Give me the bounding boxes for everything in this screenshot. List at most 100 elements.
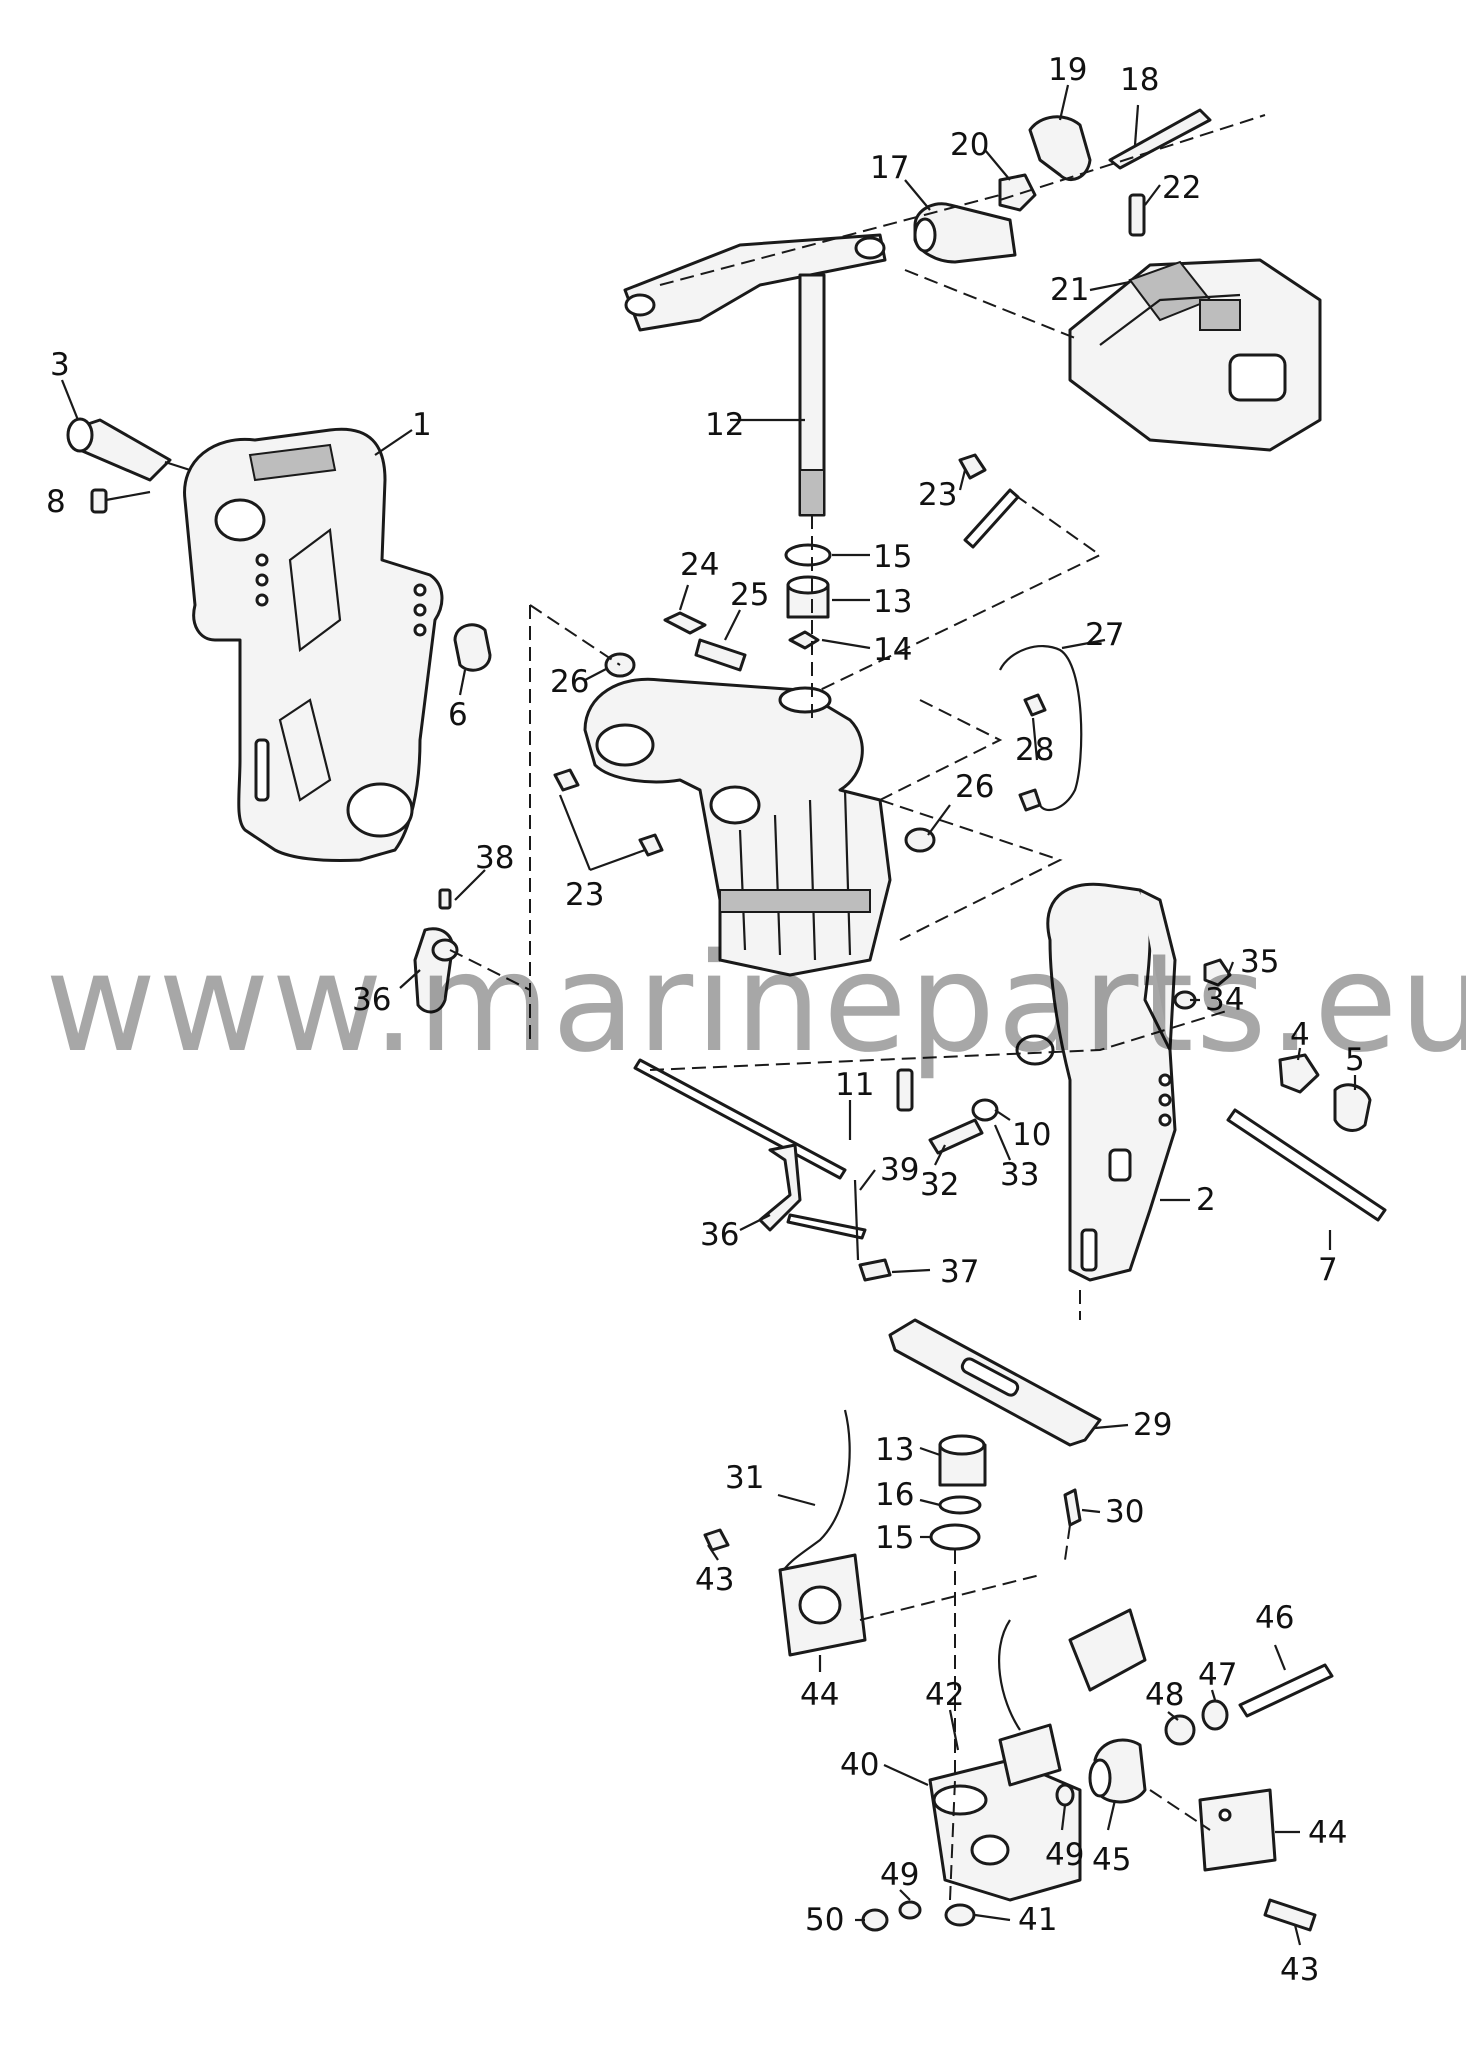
- spring-39: [853, 1179, 860, 1261]
- callout-13-lower: 13: [875, 1432, 914, 1468]
- screw-28b: [1018, 788, 1042, 812]
- callout-15-top: 15: [873, 539, 912, 575]
- bushing-13-top: [786, 575, 830, 619]
- fitting-23-top: [958, 453, 987, 480]
- steering-arm: [623, 233, 887, 517]
- callout-13-top: 13: [873, 584, 912, 620]
- callout-3: 3: [50, 347, 70, 383]
- screw-30: [1063, 1488, 1082, 1527]
- callout-41: 41: [1018, 1902, 1057, 1938]
- callout-32: 32: [920, 1167, 959, 1203]
- nut-50: [861, 1908, 889, 1932]
- nut-20: [998, 173, 1037, 212]
- callout-4: 4: [1290, 1017, 1310, 1053]
- callout-23-top: 23: [918, 477, 957, 513]
- tilt-lever-36-lower: [758, 1143, 867, 1240]
- callout-26-right: 26: [955, 769, 994, 805]
- tilt-tube-7: [1226, 1108, 1387, 1222]
- callout-24: 24: [680, 547, 719, 583]
- swivel-bracket: [583, 677, 892, 977]
- leader-8: [105, 490, 151, 502]
- motor-mount-17: [913, 202, 1017, 264]
- motor-base-21: [1068, 258, 1322, 452]
- bolt-37: [858, 1258, 892, 1282]
- washer-49-right: [1055, 1783, 1075, 1807]
- callout-36-upper: 36: [352, 982, 391, 1018]
- callout-34: 34: [1205, 982, 1244, 1018]
- callout-8: 8: [46, 484, 66, 520]
- bolt-18: [1108, 108, 1212, 170]
- callout-11: 11: [835, 1067, 874, 1103]
- bolt-32: [928, 1118, 984, 1155]
- lower-mount-housing: [998, 1608, 1147, 1731]
- callout-6: 6: [448, 697, 468, 733]
- callout-35: 35: [1240, 944, 1279, 980]
- rod-23: [963, 488, 1020, 549]
- callout-43-left: 43: [695, 1562, 734, 1598]
- callout-45: 45: [1092, 1842, 1131, 1878]
- callout-37: 37: [940, 1254, 979, 1290]
- wire-31: [779, 1409, 851, 1576]
- nut-48: [1164, 1714, 1196, 1746]
- callout-7: 7: [1318, 1252, 1338, 1288]
- washer-15-lower: [929, 1523, 981, 1551]
- bolt-46: [1238, 1663, 1334, 1718]
- bushing-13-lower: [938, 1434, 987, 1487]
- bolt-22: [1128, 193, 1146, 237]
- callout-12: 12: [705, 407, 744, 443]
- callout-leaders: [60, 84, 1357, 1946]
- bushing-6: [453, 623, 492, 672]
- callout-47: 47: [1198, 1657, 1237, 1693]
- callout-19: 19: [1048, 52, 1087, 88]
- screw-28: [1023, 693, 1047, 717]
- callout-25: 25: [730, 577, 769, 613]
- callout-5: 5: [1345, 1042, 1365, 1078]
- clamp-screw: [66, 417, 191, 482]
- nut-4: [1278, 1053, 1320, 1094]
- screw-43-left: [703, 1528, 730, 1552]
- callout-48: 48: [1145, 1677, 1184, 1713]
- callout-18: 18: [1120, 62, 1159, 98]
- callout-29: 29: [1133, 1407, 1172, 1443]
- key-14: [788, 630, 820, 650]
- screw-43-right: [1263, 1898, 1317, 1932]
- callout-40: 40: [840, 1747, 879, 1783]
- callout-50: 50: [805, 1902, 844, 1938]
- callout-27: 27: [1085, 617, 1124, 653]
- callout-17: 17: [870, 150, 909, 186]
- callout-1: 1: [412, 407, 432, 443]
- callout-44-left: 44: [800, 1677, 839, 1713]
- callout-16: 16: [875, 1477, 914, 1513]
- clamp-bracket-left: [183, 427, 444, 862]
- mount-plate-44-left: [778, 1553, 867, 1657]
- watermark: www.marineparts.eu: [45, 925, 1466, 1083]
- fitting-23-low: [638, 833, 664, 857]
- callout-22: 22: [1162, 170, 1201, 206]
- callout-36-lower: 36: [700, 1217, 739, 1253]
- tilt-lever-36-upper: [413, 927, 459, 1014]
- callout-10: 10: [1012, 1117, 1051, 1153]
- cushion-42: [998, 1723, 1062, 1787]
- callout-26-left: 26: [550, 664, 589, 700]
- callout-2: 2: [1196, 1182, 1216, 1218]
- mount-plate-44-right: [1198, 1788, 1277, 1872]
- callout-28: 28: [1015, 732, 1054, 768]
- callout-38: 38: [475, 840, 514, 876]
- washer-33: [971, 1098, 999, 1122]
- pin-25: [694, 638, 747, 672]
- callout-23-lower: 23: [565, 877, 604, 913]
- washer-49-left: [898, 1900, 922, 1920]
- callout-15-lower: 15: [875, 1520, 914, 1556]
- nut-41: [944, 1903, 976, 1927]
- ring-16: [938, 1495, 982, 1515]
- callout-42: 42: [925, 1677, 964, 1713]
- callout-49-left: 49: [880, 1857, 919, 1893]
- plate-19: [1028, 115, 1092, 181]
- alignment-lines: [449, 114, 1266, 1901]
- callout-46: 46: [1255, 1600, 1294, 1636]
- cap-5: [1333, 1083, 1372, 1132]
- plate-29: [888, 1318, 1102, 1447]
- callout-44-right: 44: [1308, 1815, 1347, 1851]
- nut-26-right: [904, 827, 936, 853]
